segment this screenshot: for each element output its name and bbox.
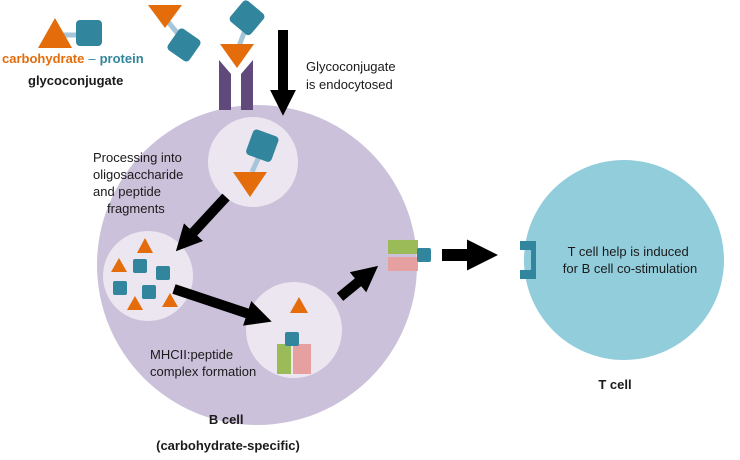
glycoconjugate-incoming-1 bbox=[148, 5, 201, 62]
label-processing-line3: and peptide bbox=[93, 184, 161, 199]
label-processing-line4: fragments bbox=[107, 201, 165, 216]
legend-protein: protein bbox=[100, 51, 144, 66]
vesicle-endosome bbox=[208, 117, 298, 207]
legend-dash: – bbox=[88, 51, 96, 66]
label-endocytosed: Glycoconjugate is endocytosed bbox=[306, 59, 399, 92]
glycoconjugate-incoming-2 bbox=[220, 0, 265, 68]
label-mhc-complex: MHCII:peptide complex formation bbox=[150, 347, 256, 379]
legend-glycoconjugate-icon bbox=[38, 18, 102, 48]
arrow-to-processing bbox=[175, 193, 230, 252]
label-mhc-line2: complex formation bbox=[150, 364, 256, 379]
arrow-to-mhc-loading bbox=[172, 284, 272, 326]
arrow-to-surface bbox=[336, 265, 379, 301]
label-t-cell: T cell bbox=[598, 377, 631, 392]
legend-glycoconjugate: glycoconjugate bbox=[28, 73, 123, 88]
label-processing: Processing into oligosaccharide and pept… bbox=[93, 150, 187, 216]
label-t-cell-help-line2: for B cell co-stimulation bbox=[563, 261, 697, 276]
t-cell-receptor bbox=[520, 241, 536, 279]
label-processing-line2: oligosaccharide bbox=[93, 167, 183, 182]
label-t-cell-help: T cell help is induced for B cell co-sti… bbox=[563, 244, 697, 276]
label-mhc-line1: MHCII:peptide bbox=[150, 347, 233, 362]
legend-text: carbohydrate–protein bbox=[2, 51, 144, 66]
mhc-peptide-complex-surface bbox=[388, 240, 431, 271]
label-t-cell-help-line1: T cell help is induced bbox=[568, 244, 689, 259]
label-endocytosed-line2: is endocytosed bbox=[306, 77, 393, 92]
label-endocytosed-line1: Glycoconjugate bbox=[306, 59, 396, 74]
label-b-cell-line1: B cell bbox=[209, 412, 244, 427]
label-processing-line1: Processing into bbox=[93, 150, 182, 165]
mhc-peptide-complex-internal bbox=[277, 297, 311, 374]
endosome-glycoconjugate bbox=[233, 129, 279, 197]
b-cell-receptor bbox=[219, 60, 253, 110]
label-b-cell-line2: (carbohydrate-specific) bbox=[156, 438, 300, 453]
processed-fragments bbox=[111, 238, 178, 310]
t-cell-body bbox=[524, 160, 724, 360]
legend-carbohydrate: carbohydrate bbox=[2, 51, 84, 66]
label-b-cell: B cell (carbohydrate-specific) bbox=[156, 412, 300, 453]
